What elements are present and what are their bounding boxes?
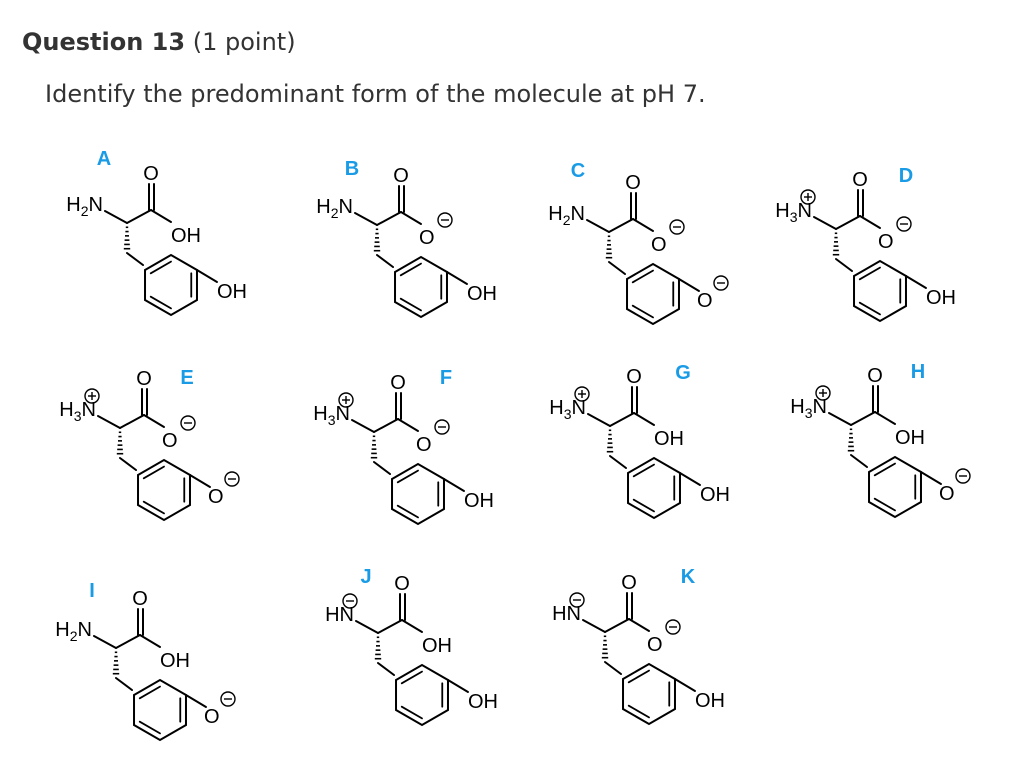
negative-charge-icon	[437, 212, 453, 228]
phenoxide-oxygen: O	[208, 486, 224, 508]
carbonyl-oxygen: O	[621, 572, 637, 594]
phenoxide-oxygen: O	[939, 483, 955, 505]
negative-charge-icon	[180, 415, 196, 431]
acid-hydroxyl: OH	[171, 225, 201, 247]
amine-group: H2N	[548, 203, 585, 228]
option-label: C	[571, 160, 585, 182]
negative-charge-icon	[220, 691, 236, 707]
acid-hydroxyl: OH	[654, 428, 684, 450]
negative-charge-icon	[342, 593, 358, 609]
question-prompt: Identify the predominant form of the mol…	[45, 80, 706, 108]
carboxylate-oxygen: O	[416, 434, 432, 456]
negative-charge-icon	[434, 419, 450, 435]
option-label: A	[97, 148, 111, 170]
positive-charge-icon	[574, 386, 590, 402]
carbonyl-oxygen: O	[132, 588, 148, 610]
option-i-structure[interactable]: I H2N O OH O	[55, 580, 236, 742]
carbonyl-oxygen: O	[390, 372, 406, 394]
option-label: J	[360, 566, 371, 588]
option-b-structure[interactable]: B H2N O O OH	[316, 158, 497, 319]
negative-charge-icon	[665, 619, 681, 635]
positive-charge-icon	[800, 189, 816, 205]
amine-group: H2N	[55, 619, 92, 644]
option-a-structure[interactable]: A H2N O OH OH	[66, 148, 247, 317]
option-c-structure[interactable]: C H2N O O O	[548, 160, 729, 326]
question-points: (1 point)	[192, 28, 296, 56]
benzene-ring	[133, 678, 187, 742]
benzene-ring	[626, 262, 680, 326]
negative-charge-icon	[896, 216, 912, 232]
option-label: K	[681, 566, 696, 588]
carbonyl-oxygen: O	[867, 365, 883, 387]
question-number: Question 13	[22, 28, 186, 56]
amine-group: H2N	[316, 196, 353, 221]
positive-charge-icon	[815, 385, 831, 401]
phenol-hydroxyl: OH	[464, 490, 494, 512]
phenol-hydroxyl: OH	[468, 691, 498, 713]
carbonyl-oxygen: O	[852, 169, 868, 191]
option-label: B	[345, 158, 359, 180]
phenol-hydroxyl: OH	[467, 283, 497, 305]
carbonyl-oxygen: O	[136, 368, 152, 390]
carbonyl-oxygen: O	[393, 165, 409, 187]
carboxylate-oxygen: O	[651, 234, 667, 256]
option-label: I	[89, 580, 95, 602]
negative-charge-icon	[713, 275, 729, 291]
benzene-ring	[853, 259, 907, 323]
phenoxide-oxygen: O	[204, 706, 220, 728]
option-label: D	[899, 165, 913, 187]
phenol-hydroxyl: OH	[926, 287, 956, 309]
carbonyl-oxygen: O	[626, 366, 642, 388]
option-k-structure[interactable]: K HN O O OH	[552, 566, 725, 726]
negative-charge-icon	[955, 468, 971, 484]
phenol-hydroxyl: OH	[700, 484, 730, 506]
carboxylate-oxygen: O	[647, 634, 663, 656]
phenoxide-oxygen: O	[697, 290, 713, 312]
phenol-hydroxyl: OH	[695, 690, 725, 712]
positive-charge-icon	[84, 388, 100, 404]
carboxylate-oxygen: O	[878, 231, 894, 253]
carboxylate-oxygen: O	[162, 430, 178, 452]
benzene-ring	[395, 663, 449, 727]
acid-hydroxyl: OH	[895, 427, 925, 449]
phenol-hydroxyl: OH	[217, 281, 247, 303]
positive-charge-icon	[338, 392, 354, 408]
benzene-ring	[144, 253, 198, 317]
carbonyl-oxygen: O	[625, 172, 641, 194]
benzene-ring	[391, 462, 445, 526]
option-label: H	[911, 361, 925, 383]
option-label: E	[180, 367, 193, 389]
negative-charge-icon	[224, 471, 240, 487]
amine-group: HN	[325, 604, 354, 626]
carbonyl-oxygen: O	[143, 163, 159, 185]
question-heading: Question 13 (1 point)	[22, 28, 296, 56]
option-label: F	[440, 367, 452, 389]
acid-hydroxyl: OH	[422, 635, 452, 657]
benzene-ring	[622, 662, 676, 726]
benzene-ring	[627, 456, 681, 520]
carbonyl-oxygen: O	[394, 573, 410, 595]
option-j-structure[interactable]: J HN O OH OH	[325, 566, 498, 727]
benzene-ring	[394, 255, 448, 319]
acid-hydroxyl: OH	[160, 650, 190, 672]
amine-group: HN	[552, 603, 581, 625]
option-label: G	[675, 362, 691, 384]
negative-charge-icon	[669, 219, 685, 235]
benzene-ring	[868, 455, 922, 519]
negative-charge-icon	[569, 592, 585, 608]
amine-group: H2N	[66, 194, 103, 219]
carboxylate-oxygen: O	[419, 227, 435, 249]
benzene-ring	[137, 458, 191, 522]
